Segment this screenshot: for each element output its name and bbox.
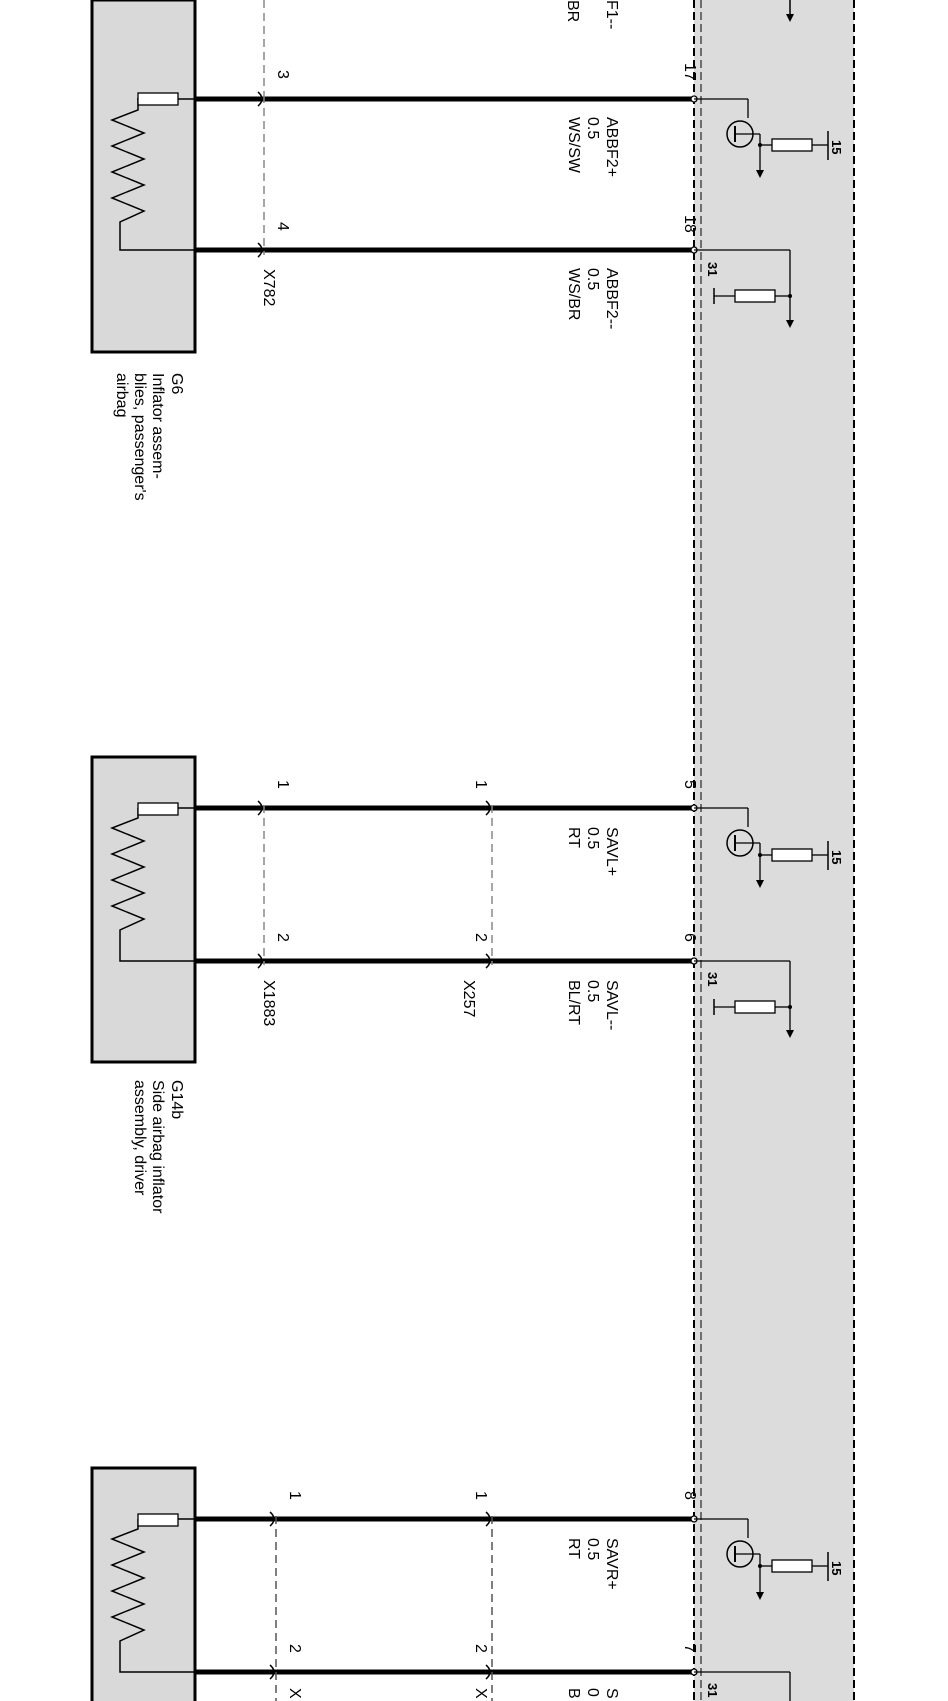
g6-module-pin-17: 17 <box>681 63 698 81</box>
g14c-module-pin-7: 7 <box>681 1644 698 1653</box>
g14b-pin-2: 2 <box>274 933 291 942</box>
g6-pin-4: 4 <box>274 222 291 231</box>
g14b-driver-transistor: 15 <box>694 807 844 888</box>
g6-connector-label: X782 <box>260 269 277 306</box>
g6-module-pin-18: 18 <box>681 215 698 233</box>
wire-abbf2-plus-signal: ABBF2+ <box>603 117 620 177</box>
wire-savl-plus-signal: SAVL+ <box>603 827 620 876</box>
g6-pin-3: 3 <box>274 70 291 79</box>
wire-abbf2-plus-size: 0.5 <box>584 117 601 139</box>
g6-ground-31: 31 <box>705 262 720 276</box>
wire-savl-minus-color: BL/RT <box>565 980 582 1025</box>
component-g14b: 1 2 1 2 5 6 X1883 X257 SAVL+ 0.5 RT SAVL… <box>90 755 844 1214</box>
g14b-connector2-label: X257 <box>460 980 477 1017</box>
g14b-code: G14b <box>168 1080 185 1119</box>
wire-savl-plus-size: 0.5 <box>584 827 601 849</box>
wire-savl-plus-color: RT <box>565 827 582 848</box>
wire-savl-minus-signal: SAVL-- <box>603 980 620 1030</box>
g6-supply-15: 15 <box>829 140 844 154</box>
partial-signal-label: F1-- <box>603 0 620 29</box>
g14b-supply-15: 15 <box>829 850 844 864</box>
wire-savl-minus-size: 0.5 <box>584 980 601 1002</box>
g14c-pin-2: 2 <box>286 1644 303 1653</box>
g6-box <box>90 0 197 354</box>
g14c-pin2-1: 1 <box>472 1491 489 1500</box>
wire-savr-plus-size: 0.5 <box>584 1538 601 1560</box>
g14b-desc-2: assembly, driver <box>131 1080 148 1196</box>
g14b-ground-31: 31 <box>705 972 720 986</box>
g14c-ground-31: 31 <box>705 1683 720 1697</box>
g6-code: G6 <box>168 373 185 394</box>
g6-ground-resistor: 31 <box>694 249 794 328</box>
wire-savr-plus-signal: SAVR+ <box>603 1538 620 1590</box>
wire-savr-minus-signal: S <box>603 1688 620 1699</box>
g14b-pin-1: 1 <box>274 780 291 789</box>
g14c-module-pin-8: 8 <box>681 1491 698 1500</box>
wire-abbf2-minus-signal: ABBF2-- <box>603 268 620 329</box>
wire-savr-minus-size: 0 <box>584 1688 601 1697</box>
g6-igniter-resistor <box>137 92 179 106</box>
wire-abbf2-plus-color: WS/SW <box>565 117 582 174</box>
g14c-supply-15: 15 <box>829 1561 844 1575</box>
g14c-pin-1: 1 <box>286 1491 303 1500</box>
g14b-connector-label: X1883 <box>260 980 277 1026</box>
g14b-heating-element <box>109 808 195 962</box>
g6-heating-element <box>109 98 195 251</box>
wire-savr-minus-color: B <box>565 1688 582 1699</box>
g14c-ground-resistor: 31 <box>694 1671 791 1701</box>
g14c-connector2-label: X <box>472 1688 489 1699</box>
g14b-module-pin-6: 6 <box>681 933 698 942</box>
g14c-box <box>90 1466 197 1701</box>
g14b-ground-resistor: 31 <box>694 960 794 1038</box>
g6-desc-2: blies, passenger's <box>131 373 148 501</box>
wire-abbf2-minus-size: 0.5 <box>584 268 601 290</box>
g14b-pin2-2: 2 <box>472 933 489 942</box>
g14b-pin2-1: 1 <box>472 780 489 789</box>
g14c-driver-transistor: 15 <box>694 1518 844 1600</box>
g14c-pin2-2: 2 <box>472 1644 489 1653</box>
g14c-igniter-resistor <box>137 1513 179 1527</box>
wire-savr-plus-color: RT <box>565 1538 582 1559</box>
component-g14c: 1 2 1 2 8 7 X X SAVR+ 0.5 RT S 0 B 15 <box>90 1466 844 1701</box>
g14c-connector-label: X <box>286 1688 303 1699</box>
g14c-heating-element <box>109 1519 195 1673</box>
g14b-igniter-resistor <box>137 802 179 816</box>
g14b-desc-1: Side airbag inflator <box>149 1080 166 1214</box>
g6-driver-transistor: 15 <box>694 98 844 178</box>
g6-desc-1: Inflator assem- <box>149 373 166 479</box>
g6-desc-3: airbag <box>113 373 130 417</box>
partial-color-label: BR <box>564 0 581 22</box>
wire-abbf2-minus-color: WS/BR <box>565 268 582 320</box>
g14b-module-pin-5: 5 <box>681 780 698 789</box>
component-g6: 3 4 17 18 X782 ABBF2+ 0.5 WS/SW ABBF2-- … <box>90 0 844 501</box>
